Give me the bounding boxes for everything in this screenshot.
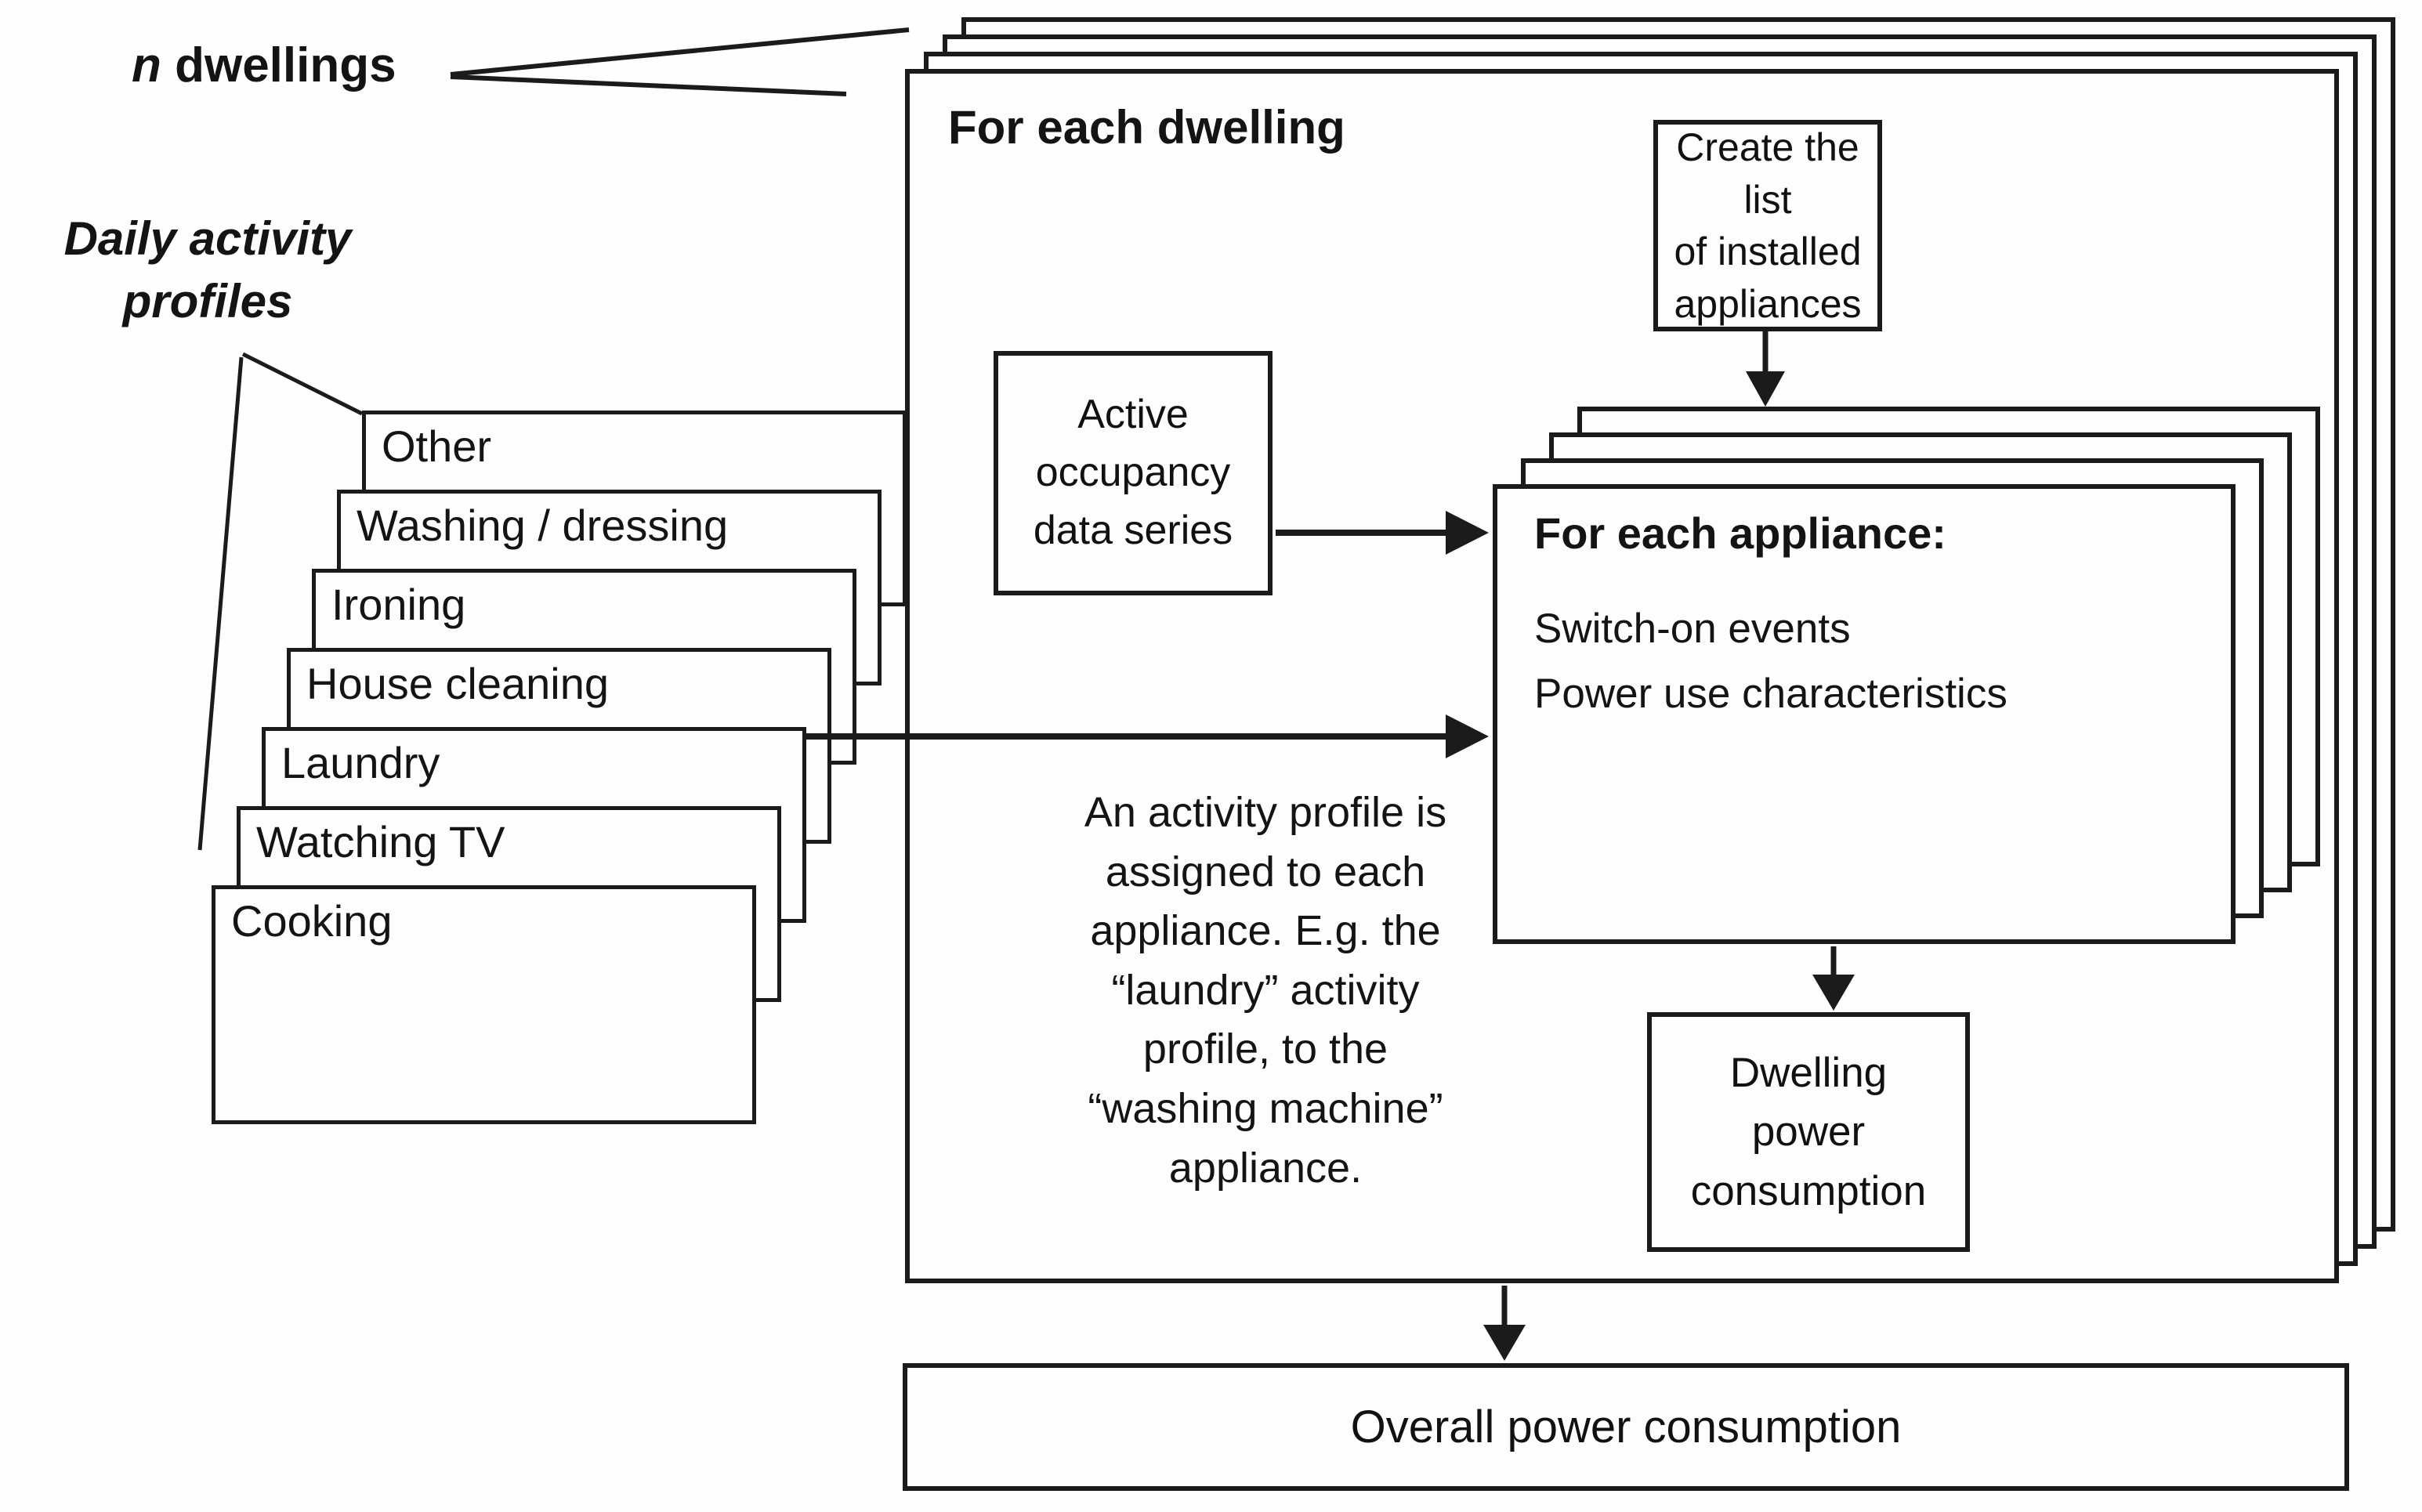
create-list-line3: appliances: [1674, 281, 1862, 326]
activity-card-label: Watching TV: [256, 817, 505, 866]
overall-power-label: Overall power consumption: [1350, 1402, 1902, 1452]
activity-note-line1: An activity profile is: [1084, 789, 1447, 836]
activity-card-label: Laundry: [281, 738, 440, 787]
profiles-pointer-lower-line: [197, 356, 244, 851]
appliance-box-item2: Power use characteristics: [1534, 671, 2007, 717]
n-dwellings-pointer-lower-line: [450, 74, 847, 96]
activity-note-line2: assigned to each: [1105, 848, 1426, 895]
daily-activity-line2: profiles: [122, 274, 293, 327]
activity-note-line5: profile, to the: [1142, 1025, 1388, 1073]
active-occupancy-line2: occupancy: [1035, 450, 1231, 496]
create-list-line2: of installed: [1674, 230, 1862, 273]
dwelling-to-overall-arrowhead: [1483, 1325, 1526, 1361]
active-occupancy-line3: data series: [1033, 507, 1233, 553]
n-dwellings-n: n: [132, 38, 161, 92]
active-occupancy-box: Active occupancy data series: [994, 351, 1273, 595]
appliance-box-item1: Switch-on events: [1534, 606, 1851, 652]
create-list-box: Create the list of installed appliances: [1653, 120, 1882, 331]
appliance-box-title: For each appliance:: [1534, 508, 1946, 558]
dwelling-frame-title: For each dwelling: [948, 101, 1345, 154]
activity-card-label: Washing / dressing: [357, 501, 729, 550]
n-dwellings-pointer-upper-line: [450, 27, 910, 77]
dwelling-power-line3: consumption: [1690, 1167, 1927, 1214]
activity-note-line7: appliance.: [1168, 1144, 1363, 1192]
n-dwellings-label: n dwellings: [132, 38, 396, 93]
activity-note-line4: “laundry” activity: [1111, 966, 1420, 1014]
active-occupancy-line1: Active: [1077, 392, 1189, 438]
dwelling-power-box: Dwelling power consumption: [1647, 1012, 1970, 1252]
activity-card-label: Other: [382, 421, 492, 471]
daily-activity-profiles-label: Daily activity profiles: [24, 208, 392, 333]
dwelling-power-line2: power: [1751, 1109, 1866, 1156]
appliance-box: [1493, 484, 2236, 944]
activity-note: An activity profile is assigned to each …: [913, 783, 1618, 1198]
activity-card-label: Ironing: [331, 580, 466, 629]
dwelling-power-line1: Dwelling: [1729, 1050, 1888, 1097]
activity-note-line3: appliance. E.g. the: [1090, 907, 1441, 955]
activity-card-label: House cleaning: [306, 659, 610, 708]
daily-activity-line1: Daily activity: [63, 212, 352, 265]
profiles-pointer-upper-line: [241, 352, 364, 416]
create-list-line1: Create the list: [1676, 125, 1859, 222]
activity-note-line6: “washing machine”: [1088, 1084, 1443, 1132]
n-dwellings-text: dwellings: [161, 38, 396, 92]
overall-power-box: Overall power consumption: [903, 1363, 2349, 1491]
activity-card-cooking: Cooking: [212, 885, 756, 1124]
activity-card-label: Cooking: [231, 896, 393, 946]
